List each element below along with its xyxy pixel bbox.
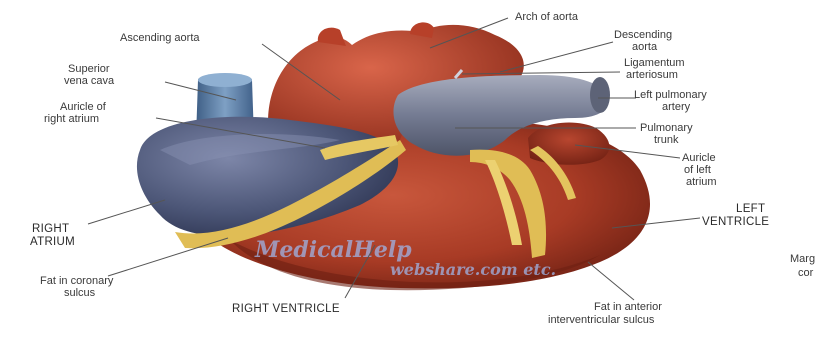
label-pulmonary-trunk: Pulmonary trunk (640, 122, 696, 146)
label-right-atrium: RIGHT ATRIUM (30, 223, 75, 248)
label-auricle-right-atrium: Auricle of right atrium (44, 101, 109, 125)
label-right-ventricle: RIGHT VENTRICLE (232, 303, 340, 315)
label-arch-of-aorta: Arch of aorta (515, 11, 579, 23)
label-fat-coronary-sulcus: Fat in coronary sulcus (40, 275, 116, 299)
watermark-line-2: webshare.com etc. (390, 260, 556, 279)
label-superior-vena-cava: Superior vena cava (64, 63, 115, 87)
label-margin-partial: Marg cor (790, 253, 818, 279)
label-fat-anterior-interventricular: Fat in anterior interventricular sulcus (548, 301, 665, 326)
label-auricle-left-atrium: Auricle of left atrium (682, 152, 719, 188)
label-ligamentum-arteriosum: Ligamentum arteriosum (624, 57, 688, 81)
watermark-line-1: MedicalHelp (254, 237, 412, 263)
label-left-ventricle: LEFT VENTRICLE (702, 203, 769, 228)
label-left-pulmonary-artery: Left pulmonary artery (634, 89, 710, 113)
label-descending-aorta: Descending aorta (614, 29, 675, 53)
left-atrium-auricle-shape (528, 123, 609, 165)
label-ascending-aorta: Ascending aorta (120, 32, 200, 44)
